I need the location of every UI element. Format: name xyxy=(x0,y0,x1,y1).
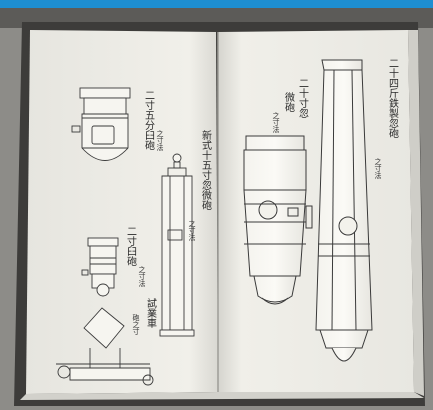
cannon-drawing-large xyxy=(243,135,313,305)
caption-right-1b: 微砲 xyxy=(283,91,295,112)
caption-left-1-note: 之寸法 xyxy=(156,129,164,152)
caption-left-4: 試業車 xyxy=(145,297,157,329)
caption-right-2: 二十四斤鉄製忽砲 xyxy=(387,58,399,138)
captions-group: 二寸五分臼砲 之寸法 新式十五寸忽微砲 之寸法 二寸臼砲 之寸法 試業車 砲之寸… xyxy=(125,58,399,335)
book-photo: 二寸五分臼砲 之寸法 新式十五寸忽微砲 之寸法 二寸臼砲 之寸法 試業車 砲之寸… xyxy=(0,8,433,410)
caption-right-2-note: 之寸法 xyxy=(374,157,382,180)
cannon-drawing-long xyxy=(315,59,373,362)
caption-right-1: 二十寸忽 xyxy=(297,78,309,118)
caption-left-3: 二寸臼砲 xyxy=(125,226,137,266)
caption-left-2-note: 之寸法 xyxy=(188,219,196,242)
left-drawings xyxy=(56,87,195,386)
page-stack xyxy=(408,30,424,396)
mortar-drawing-1 xyxy=(71,87,131,161)
caption-left-3-note: 之寸法 xyxy=(138,265,146,288)
mortar-carriage-drawing xyxy=(56,307,154,386)
caption-left-2: 新式十五寸忽微砲 xyxy=(200,129,212,210)
caption-left-4-note: 砲之寸 xyxy=(132,313,140,335)
top-accent-bar xyxy=(0,0,433,14)
mortar-drawing-2 xyxy=(81,237,119,297)
caption-left-1: 二寸五分臼砲 xyxy=(143,90,155,150)
howitzer-drawing-left xyxy=(159,153,195,337)
bottom-page-edges xyxy=(20,392,424,400)
right-drawings xyxy=(243,59,373,362)
caption-right-1-note: 之寸法 xyxy=(272,111,280,134)
